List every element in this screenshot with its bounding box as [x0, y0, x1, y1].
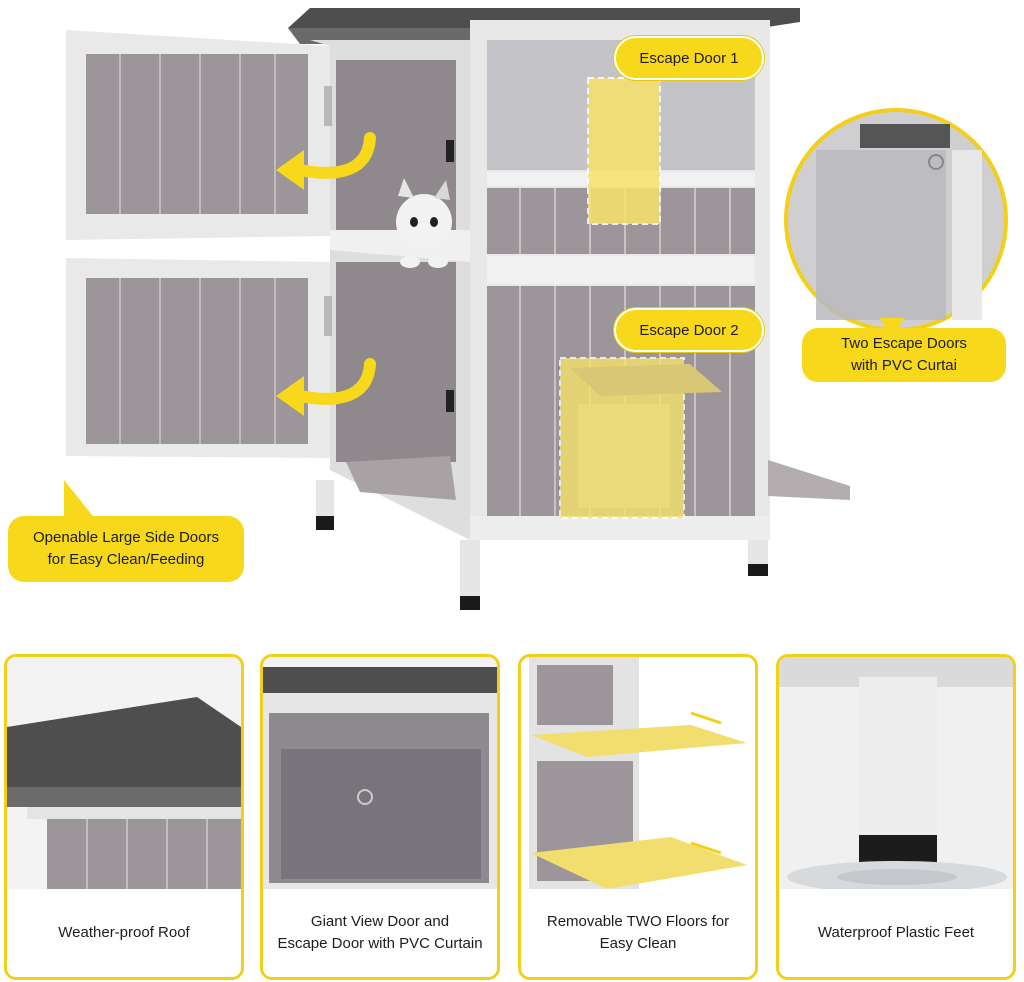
floors-caption-line1: Removable TWO Floors for [546, 913, 730, 930]
feature-panel-feet: Waterproof Plastic Feet [776, 654, 1016, 980]
floors-caption-line2: Easy Clean [599, 935, 677, 952]
escape-door-1-label: Escape Door 1 [614, 36, 764, 80]
upper-side-door [66, 30, 330, 240]
arrow-left-icon [276, 358, 376, 416]
escape-door-1-highlight [587, 77, 661, 225]
escape-door-2-text: Escape Door 2 [639, 321, 739, 339]
arrow-left-icon [276, 132, 376, 190]
view-door-caption-line2: Escape Door with PVC Curtain [277, 935, 483, 952]
roof-closeup-image [7, 657, 241, 889]
side-doors-callout: Openable Large Side Doors for Easy Clean… [8, 516, 244, 582]
view-door-closeup-image [263, 657, 497, 889]
feature-panel-roof: Weather-proof Roof [4, 654, 244, 980]
feet-closeup-image [779, 657, 1013, 889]
roof-caption: Weather-proof Roof [58, 924, 190, 941]
two-escape-doors-line2: with PVC Curtai [851, 357, 957, 374]
two-escape-doors-callout: Two Escape Doors with PVC Curtai [802, 328, 1006, 382]
view-door-caption-line1: Giant View Door and [310, 913, 450, 930]
pvc-curtain-zoom [784, 108, 1008, 332]
side-doors-line1: Openable Large Side Doors [33, 529, 219, 546]
escape-door-2-highlight [559, 357, 722, 519]
double-arrow-icon [690, 711, 722, 855]
feature-panel-view-door: Giant View Door and Escape Door with PVC… [260, 654, 500, 980]
side-doors-line2: for Easy Clean/Feeding [47, 551, 205, 568]
cat [396, 178, 452, 268]
escape-door-2-label: Escape Door 2 [614, 308, 764, 352]
escape-door-1-text: Escape Door 1 [639, 49, 739, 67]
floors-closeup-image [521, 657, 755, 889]
lower-side-door [66, 258, 330, 458]
feature-panel-floors: Removable TWO Floors for Easy Clean [518, 654, 758, 980]
two-escape-doors-line1: Two Escape Doors [841, 335, 967, 352]
feet-caption: Waterproof Plastic Feet [817, 924, 975, 941]
